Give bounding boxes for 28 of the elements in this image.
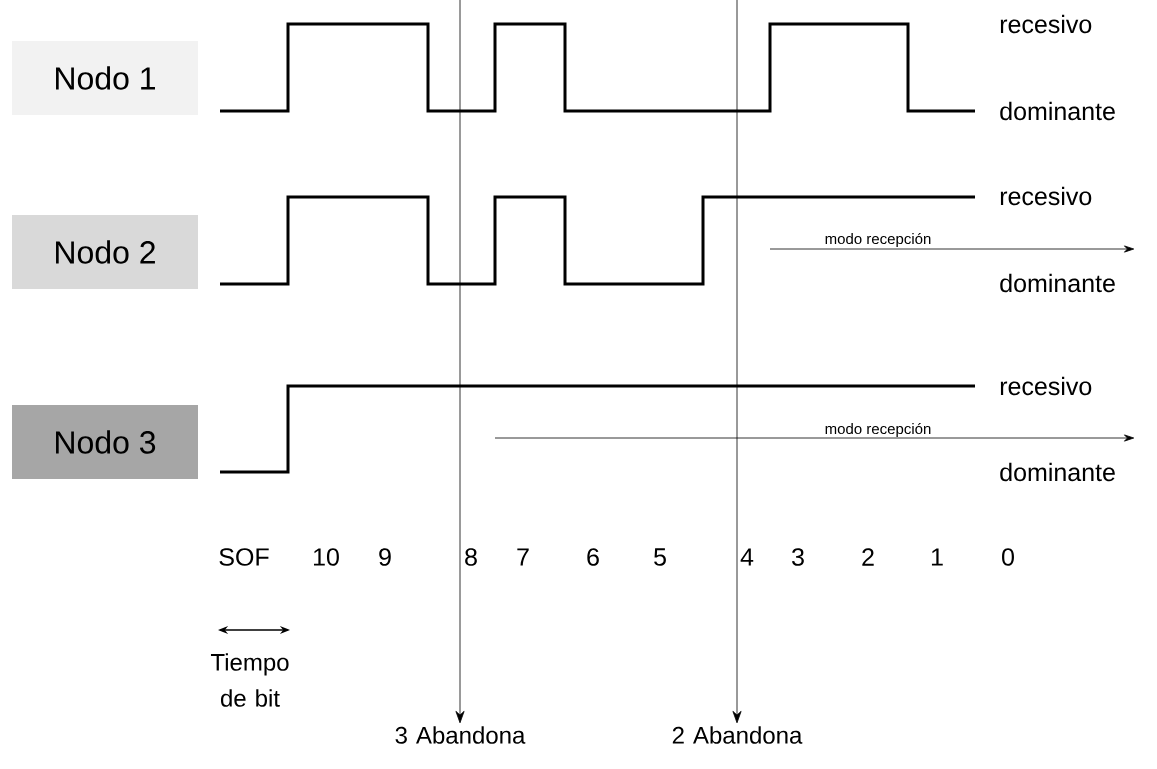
bit-number: 5 <box>654 548 666 566</box>
level-label: dominante <box>1000 462 1115 482</box>
arrow <box>732 0 742 724</box>
node-box: Nodo 1 <box>12 41 198 115</box>
arrow-label: modo recepción <box>825 232 931 248</box>
bit-number: 4 <box>740 548 754 566</box>
bit-number: 6 <box>587 548 599 566</box>
node-box: Nodo 2 <box>12 215 198 289</box>
level-label: dominante <box>1000 273 1115 293</box>
level-label: recesivo <box>1000 186 1092 206</box>
bit-number: SOF <box>219 548 269 566</box>
bit-number: 0 <box>1002 548 1014 566</box>
bit-number: 9 <box>379 548 391 566</box>
bit-number: 2 <box>862 548 874 566</box>
bit-number: 7 <box>517 548 529 566</box>
bit-number: 8 <box>465 548 477 566</box>
dimension-label: Tiempo de bit <box>210 653 289 707</box>
bit-number: 10 <box>314 548 339 566</box>
bit-number: 1 <box>931 548 943 566</box>
arrow <box>455 0 465 724</box>
bit-number: 3 <box>792 548 804 566</box>
level-label: recesivo <box>1000 14 1092 34</box>
level-label: recesivo <box>1000 376 1092 396</box>
node-box: Nodo 3 <box>12 405 198 479</box>
level-label: dominante <box>1000 101 1115 121</box>
status-text: 2 Abandona <box>672 726 803 744</box>
status-text: 3 Abandona <box>395 726 526 744</box>
arrow-label: modo recepción <box>825 422 931 438</box>
